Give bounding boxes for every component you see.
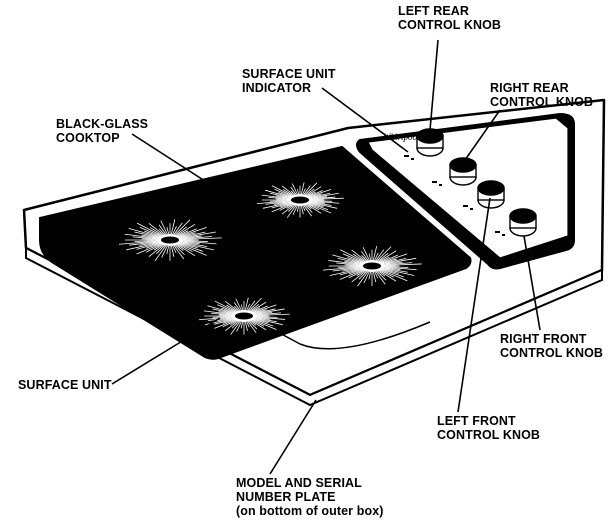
right-rear-knob [449, 157, 477, 186]
label-left-front-knob: LEFT FRONT CONTROL KNOB [437, 414, 541, 442]
leader-right-rear-knob [464, 109, 501, 161]
surface-unit-right-front [322, 245, 422, 287]
label-surface-unit: SURFACE UNIT [18, 378, 112, 392]
label-surface-unit-indicator: SURFACE UNIT INDICATOR [242, 67, 336, 95]
cooktop-frame-edge [25, 246, 603, 407]
surface-unit-right-rear [256, 182, 344, 218]
label-model-serial-plate: MODEL AND SERIAL NUMBER PLATE (on bottom… [236, 476, 384, 518]
black-glass-cooktop [39, 145, 472, 360]
leader-surface-unit [111, 317, 221, 385]
label-left-rear-knob: LEFT REAR CONTROL KNOB [398, 4, 502, 32]
leader-black-glass-cooktop [131, 133, 223, 193]
left-front-knob [477, 180, 505, 209]
leader-surface-unit-indicator [321, 87, 409, 153]
right-front-knob [509, 208, 537, 237]
indicator-marks [404, 155, 505, 236]
label-right-front-knob: RIGHT FRONT CONTROL KNOB [500, 332, 604, 360]
surface-units [118, 182, 422, 335]
leader-right-front-knob [523, 235, 541, 331]
label-black-glass-cooktop: BLACK-GLASS COOKTOP [56, 117, 149, 145]
brand-logo: Whirlpool [383, 132, 420, 142]
left-rear-knob [416, 128, 444, 157]
label-right-rear-knob: RIGHT REAR CONTROL KNOB [490, 81, 594, 109]
leader-model-serial-plate [269, 399, 317, 475]
leader-left-front-knob [457, 197, 491, 413]
leader-left-rear-knob [429, 39, 439, 131]
surface-unit-left-rear [118, 219, 222, 262]
